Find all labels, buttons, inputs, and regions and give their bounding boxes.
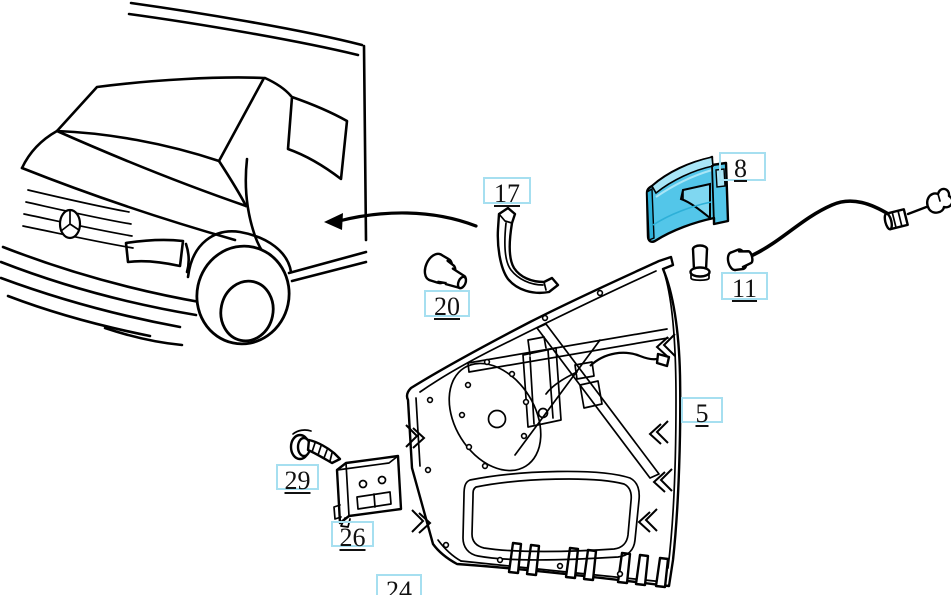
- callout-8[interactable]: 8: [719, 152, 766, 183]
- van-sketch: [0, 1, 368, 347]
- callout-5-number: 5: [695, 399, 709, 428]
- callout-11-number: 11: [731, 274, 758, 303]
- callout-29-number: 29: [284, 466, 311, 495]
- part-5-door-inner-panel[interactable]: [405, 255, 682, 589]
- callout-8-number: 8: [734, 154, 747, 183]
- callout-20[interactable]: 20: [424, 290, 470, 321]
- part-29-screw[interactable]: [289, 429, 342, 465]
- callout-17[interactable]: 17: [483, 177, 531, 208]
- drain-fins: [507, 541, 670, 589]
- pointer-arrow: [324, 211, 478, 230]
- part-11-cable-assembly[interactable]: [689, 187, 951, 282]
- callout-20-number: 20: [434, 292, 460, 321]
- cable-adjuster: [883, 208, 909, 231]
- callout-11[interactable]: 11: [721, 272, 768, 303]
- window-regulator: [467, 323, 669, 479]
- panel-clips: [405, 333, 676, 534]
- callout-24[interactable]: 24: [376, 574, 422, 595]
- rivet-dots: [424, 289, 624, 578]
- part-26-switch[interactable]: [333, 454, 403, 528]
- callout-29[interactable]: 29: [276, 464, 319, 495]
- cable-grommet: [726, 248, 754, 272]
- callout-24-number: 24: [386, 576, 412, 595]
- callout-26[interactable]: 26: [331, 521, 374, 552]
- callout-5[interactable]: 5: [681, 397, 723, 428]
- part-20-grommet[interactable]: [421, 251, 472, 294]
- cable-pin: [689, 244, 711, 282]
- panel-wire: [545, 351, 671, 395]
- part-17-bracket[interactable]: [496, 206, 560, 294]
- part-8-handle-cup-highlighted[interactable]: [645, 155, 730, 243]
- mercedes-star-icon: [58, 208, 82, 240]
- callout-17-number: 17: [494, 179, 520, 208]
- callout-26-number: 26: [339, 523, 366, 552]
